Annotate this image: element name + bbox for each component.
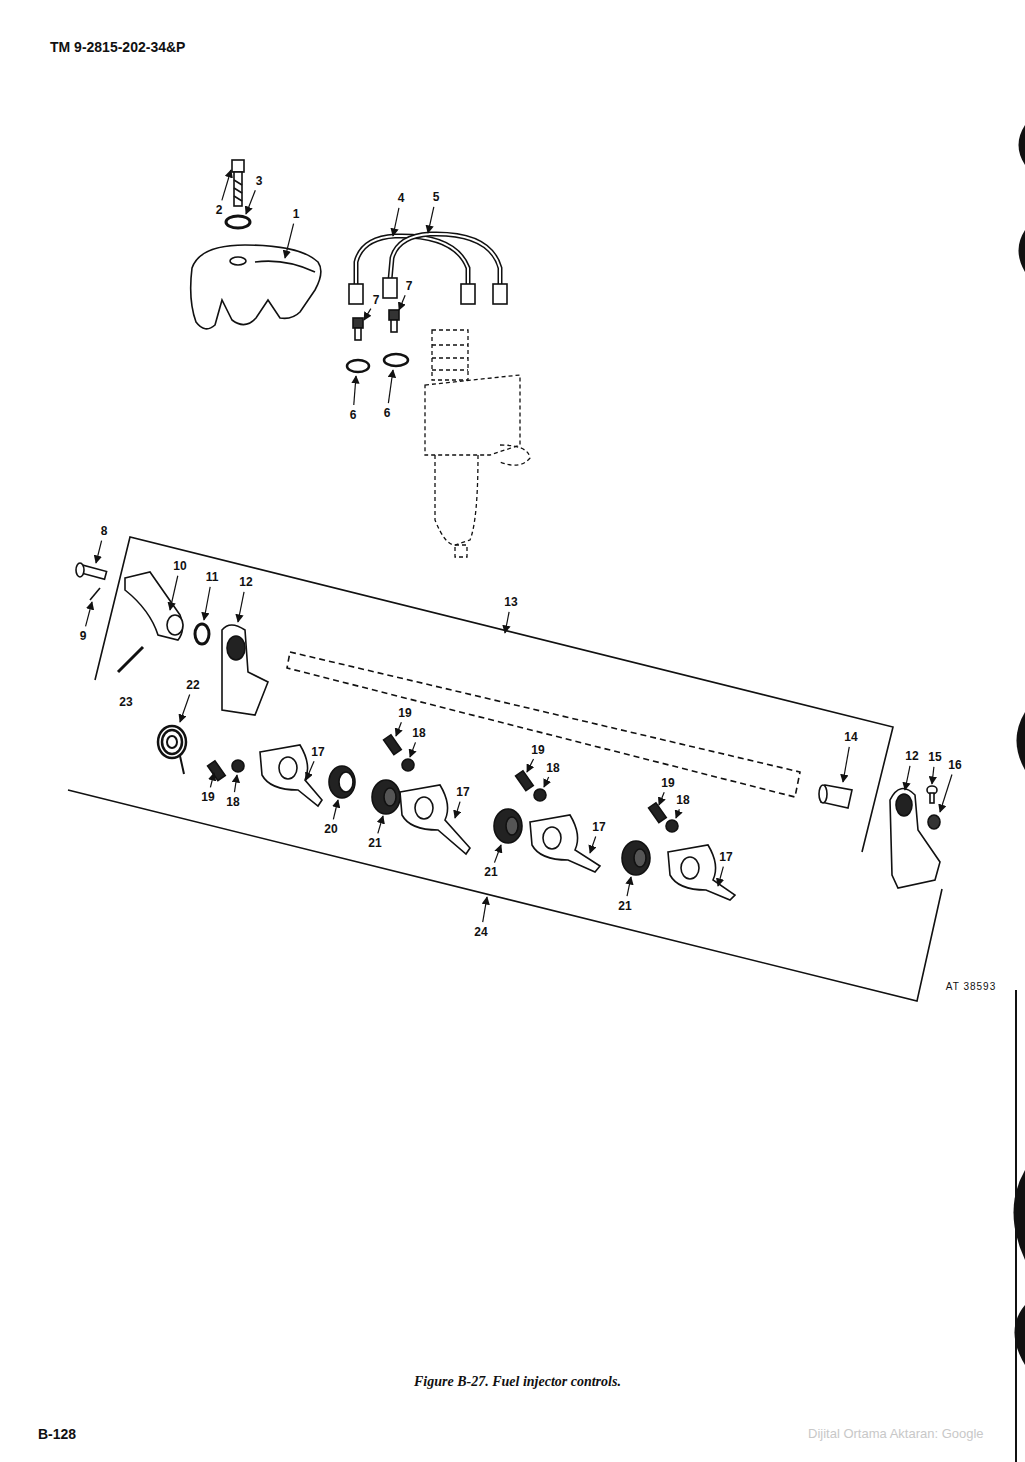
callout-number: 19 xyxy=(660,776,675,790)
lever xyxy=(125,572,183,640)
callout-number: 4 xyxy=(397,191,406,205)
leader-line xyxy=(246,190,255,214)
leader-line xyxy=(494,845,501,863)
leader-line xyxy=(393,208,399,236)
leader-line xyxy=(364,309,371,320)
leader-line xyxy=(285,224,294,258)
leader-line xyxy=(210,773,214,787)
callout-number: 16 xyxy=(947,758,962,772)
leader-line xyxy=(905,766,910,790)
leader-line xyxy=(590,836,596,853)
callout-number: 23 xyxy=(118,695,133,709)
callout-number: 7 xyxy=(372,293,381,307)
callout-number: 8 xyxy=(100,524,109,538)
figure-caption: Figure B-27. Fuel injector controls. xyxy=(414,1375,621,1389)
leader-line xyxy=(238,592,244,622)
callout-number: 18 xyxy=(675,793,690,807)
leader-line xyxy=(396,722,401,736)
callout-number: 1 xyxy=(292,207,301,221)
leader-line xyxy=(455,802,460,818)
support-bracket xyxy=(222,625,268,715)
callout-number: 6 xyxy=(383,406,392,420)
callout-number: 19 xyxy=(200,790,215,804)
leader-line xyxy=(659,792,664,805)
shaft xyxy=(287,652,800,797)
page-header: B-128 xyxy=(38,1427,76,1441)
callout-number: 19 xyxy=(397,706,412,720)
callout-number: 21 xyxy=(483,865,498,879)
callout-number: 2 xyxy=(215,203,224,217)
bolt xyxy=(232,160,244,172)
leader-line xyxy=(204,587,210,620)
callout-number: 21 xyxy=(367,836,382,850)
leader-line xyxy=(234,775,237,792)
callout-number: 22 xyxy=(185,678,200,692)
callout-number: 21 xyxy=(617,899,632,913)
callout-number: 12 xyxy=(238,575,253,589)
leader-line xyxy=(940,775,952,812)
leader-line xyxy=(676,809,679,818)
leader-line xyxy=(843,747,849,782)
callout-number: 13 xyxy=(503,595,518,609)
leader-line xyxy=(170,576,178,610)
callout-number: 24 xyxy=(473,925,488,939)
support-bracket xyxy=(890,789,940,888)
leader-line xyxy=(428,207,434,233)
callout-number: 17 xyxy=(718,850,733,864)
leader-line xyxy=(718,867,723,886)
callout-number: 17 xyxy=(591,820,606,834)
torsion-spring xyxy=(158,726,186,774)
callout-number: 6 xyxy=(349,408,358,422)
art-number: AT 38593 xyxy=(946,982,996,992)
leader-line xyxy=(527,759,534,772)
callout-number: 5 xyxy=(432,190,441,204)
callout-number: 15 xyxy=(927,750,942,764)
callout-number: 10 xyxy=(172,559,187,573)
rocker-arm xyxy=(260,745,735,900)
leader-line xyxy=(333,800,338,819)
leader-line xyxy=(410,742,415,757)
callout-number: 17 xyxy=(455,785,470,799)
page-header: TM 9-2815-202-34&P xyxy=(50,40,185,54)
leader-line xyxy=(627,877,631,896)
leader-line xyxy=(378,816,383,833)
callout-number: 18 xyxy=(225,795,240,809)
callout-number: 18 xyxy=(411,726,426,740)
leader-line xyxy=(388,370,393,403)
callout-number: 17 xyxy=(310,745,325,759)
leader-line xyxy=(399,295,405,310)
callout-number: 12 xyxy=(904,749,919,763)
callout-number: 3 xyxy=(255,174,264,188)
callout-number: 14 xyxy=(843,730,858,744)
callout-number: 11 xyxy=(205,570,220,584)
callout-number: 20 xyxy=(323,822,338,836)
fuel-line xyxy=(390,234,500,285)
leader-line xyxy=(306,761,314,780)
leader-line xyxy=(505,612,509,633)
coil-spring xyxy=(329,766,650,875)
washer xyxy=(226,216,250,228)
leader-line xyxy=(544,777,549,787)
callout-number: 18 xyxy=(545,761,560,775)
callout-number: 7 xyxy=(405,279,414,293)
leader-line xyxy=(483,897,487,922)
group-bracket xyxy=(68,790,942,1001)
callout-number: 9 xyxy=(79,629,88,643)
leader-line xyxy=(96,541,102,563)
watermark: Dijital Ortama Aktaran: Google xyxy=(808,1427,984,1440)
leader-line xyxy=(180,694,190,722)
leader-line xyxy=(932,767,934,784)
cover xyxy=(191,245,321,329)
leader-line xyxy=(86,602,92,626)
leader-line xyxy=(222,170,231,200)
group-bracket xyxy=(95,537,893,852)
leader-line xyxy=(354,376,356,405)
injector-outline xyxy=(425,330,530,557)
fuel-line xyxy=(356,236,468,285)
callout-number: 19 xyxy=(530,743,545,757)
